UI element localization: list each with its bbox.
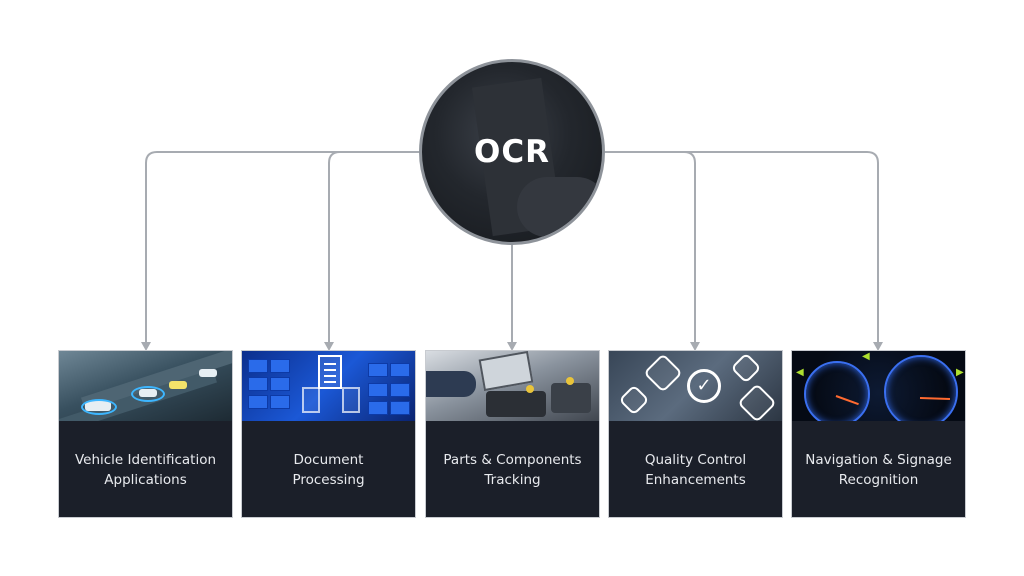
document-stack-image (242, 351, 415, 421)
card-quality-control: ✓ Quality Control Enhancements (608, 350, 783, 518)
connector-quality (604, 151, 696, 343)
card-caption: Document Processing (242, 423, 415, 517)
monitor-icon (737, 383, 777, 421)
ocr-hub: OCR (419, 59, 605, 245)
speedometer-dashboard-image: ◀ ◀ ▶ (792, 351, 965, 421)
card-caption: Quality Control Enhancements (609, 423, 782, 517)
hub-background-hand (517, 177, 602, 237)
card-caption: Navigation & Signage Recognition (792, 423, 965, 517)
card-document-processing: Document Processing (241, 350, 416, 518)
calendar-icon (618, 384, 650, 416)
checkmark-icon: ✓ (687, 369, 721, 403)
traffic-scene-image (59, 351, 232, 421)
document-icon (318, 355, 342, 389)
connector-vehicle (145, 151, 420, 343)
tachometer-gauge (804, 361, 870, 421)
arrowhead-document (324, 342, 334, 351)
connector-navigation (604, 151, 879, 343)
card-caption: Parts & Components Tracking (426, 423, 599, 517)
turn-indicator-icon: ◀ (862, 351, 870, 362)
car-icon (199, 369, 217, 377)
arrowhead-quality (690, 342, 700, 351)
bars-icon (730, 352, 762, 384)
turn-right-indicator-icon: ▶ (956, 367, 964, 378)
connector-document (328, 151, 420, 343)
laptop-icon (478, 351, 534, 392)
speedometer-gauge (884, 355, 958, 421)
engine-bay-image (426, 351, 599, 421)
arrowhead-vehicle (141, 342, 151, 351)
car-icon (169, 381, 187, 389)
card-caption: Vehicle Identification Applications (59, 423, 232, 517)
card-parts-tracking: Parts & Components Tracking (425, 350, 600, 518)
document-icon (643, 353, 683, 393)
turn-left-indicator-icon: ◀ (796, 367, 804, 378)
document-icon (342, 387, 360, 413)
quality-check-image: ✓ (609, 351, 782, 421)
document-icon (302, 387, 320, 413)
ocr-hub-label: OCR (474, 134, 550, 170)
card-navigation-signage: ◀ ◀ ▶ Navigation & Signage Recognition (791, 350, 966, 518)
arrowhead-parts (507, 342, 517, 351)
arrowhead-navigation (873, 342, 883, 351)
card-vehicle-identification: Vehicle Identification Applications (58, 350, 233, 518)
